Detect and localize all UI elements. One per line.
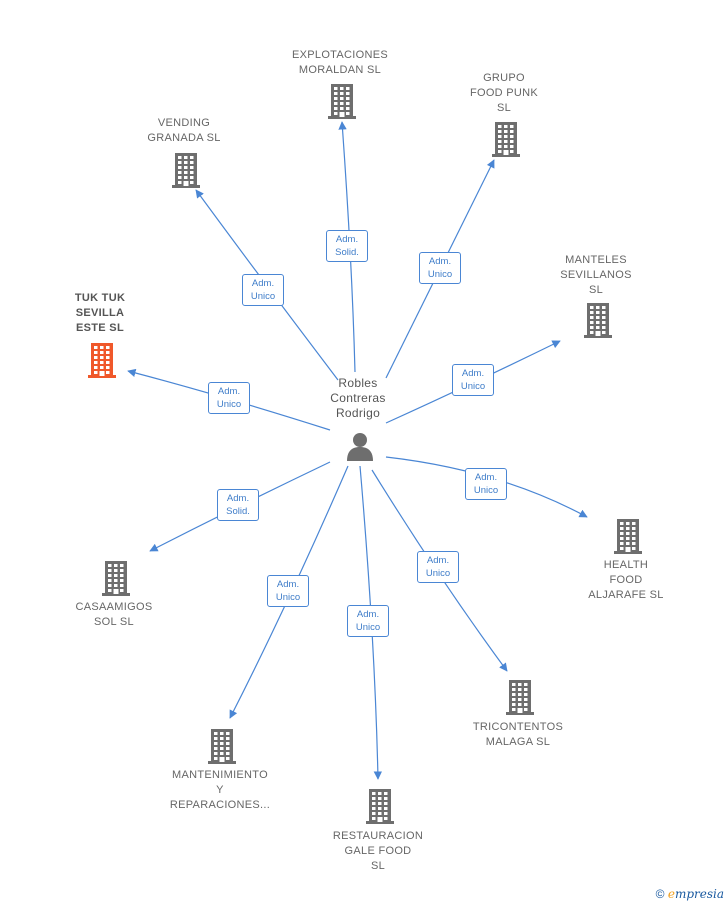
building-icon[interactable]	[491, 121, 521, 157]
company-name-line: GALE FOOD	[344, 845, 412, 857]
center-name-line: Robles	[338, 376, 378, 390]
brand-footer: © empresia	[656, 887, 724, 901]
building-icon[interactable]	[171, 152, 201, 188]
company-name-line: GRANADA SL	[147, 132, 221, 144]
building-icon[interactable]	[365, 788, 395, 824]
company-name-line: MORALDAN SL	[298, 64, 382, 76]
company-label-manteles[interactable]: MANTELES SEVILLANOS SL	[546, 253, 646, 298]
company-name-line: HEALTH	[603, 559, 649, 571]
company-name-line: SEVILLA	[75, 307, 125, 319]
building-icon[interactable]	[207, 728, 237, 764]
company-name-line: Y	[216, 784, 224, 796]
company-name-line: TRICONTENTOS	[472, 721, 564, 733]
relation-text-line: Adm.	[428, 256, 452, 267]
relation-text-line: Adm.	[335, 234, 359, 245]
relation-text-line: Adm.	[474, 472, 498, 483]
company-label-health-food[interactable]: HEALTH FOOD ALJARAFE SL	[571, 558, 681, 603]
company-name-line: VENDING	[157, 117, 211, 129]
company-name-line: EXPLOTACIONES	[292, 49, 388, 61]
relation-text-line: Unico	[427, 269, 453, 280]
company-label-tuk-tuk[interactable]: TUK TUK SEVILLA ESTE SL	[60, 291, 140, 336]
relation-badge-tuk-tuk[interactable]: Adm. Unico	[208, 382, 250, 414]
relation-text-line: Adm.	[461, 368, 485, 379]
relation-text-line: Unico	[355, 622, 381, 633]
company-label-restauracion[interactable]: RESTAURACION GALE FOOD SL	[318, 829, 438, 874]
company-label-tricontentos[interactable]: TRICONTENTOS MALAGA SL	[458, 720, 578, 750]
company-name-line: MANTELES	[565, 254, 627, 266]
company-name-line: REPARACIONES...	[169, 799, 271, 811]
relation-badge-restauracion[interactable]: Adm. Unico	[347, 605, 389, 637]
relation-text-line: Unico	[250, 291, 276, 302]
center-name-line: Contreras	[330, 391, 386, 405]
company-name-line: RESTAURACION	[332, 830, 424, 842]
company-name-line: ALJARAFE SL	[588, 589, 664, 601]
relation-badge-vending-granada[interactable]: Adm. Unico	[242, 274, 284, 306]
relation-text-line: Adm.	[226, 493, 250, 504]
company-label-vending-granada[interactable]: VENDING GRANADA SL	[129, 116, 239, 146]
relation-text-line: Unico	[473, 485, 499, 496]
relation-badge-manteles[interactable]: Adm. Unico	[452, 364, 494, 396]
company-name-line: MANTENIMIENTO	[172, 769, 268, 781]
relation-badge-tricontentos[interactable]: Adm. Unico	[417, 551, 459, 583]
brand-logo-initial: e	[667, 887, 675, 901]
building-icon[interactable]	[327, 83, 357, 119]
building-icon[interactable]	[505, 679, 535, 715]
relation-text-line: Adm.	[217, 386, 241, 397]
company-name-line: FOOD PUNK	[469, 87, 539, 99]
building-icon[interactable]	[613, 518, 643, 554]
person-icon[interactable]	[344, 430, 376, 462]
relation-text-line: Unico	[216, 399, 242, 410]
relation-badge-casaamigos[interactable]: Adm. Solid.	[217, 489, 259, 521]
copyright-symbol: ©	[655, 887, 665, 901]
company-label-mantenimiento[interactable]: MANTENIMIENTO Y REPARACIONES...	[155, 768, 285, 813]
company-name-line: FOOD	[609, 574, 643, 586]
relation-text-line: Unico	[275, 592, 301, 603]
company-label-explotaciones[interactable]: EXPLOTACIONES MORALDAN SL	[275, 48, 405, 78]
relation-text-line: Adm.	[356, 609, 380, 620]
relation-text-line: Solid.	[335, 247, 359, 258]
building-icon[interactable]	[87, 342, 117, 378]
company-name-line: SL	[370, 860, 386, 872]
relation-text-line: Adm.	[426, 555, 450, 566]
relation-text-line: Unico	[460, 381, 486, 392]
relation-text-line: Adm.	[276, 579, 300, 590]
company-name-line: SL	[496, 102, 512, 114]
relation-badge-grupo-food-punk[interactable]: Adm. Unico	[419, 252, 461, 284]
relation-badge-explotaciones[interactable]: Adm. Solid.	[326, 230, 368, 262]
relation-text-line: Solid.	[226, 506, 250, 517]
company-label-casaamigos[interactable]: CASAAMIGOS SOL SL	[59, 600, 169, 630]
company-name-line: SOL SL	[94, 616, 134, 628]
center-name-line: Rodrigo	[335, 406, 381, 420]
brand-logo-text: mpresia	[674, 887, 724, 901]
relation-badge-mantenimiento[interactable]: Adm. Unico	[267, 575, 309, 607]
relation-text-line: Adm.	[251, 278, 275, 289]
company-name-line: SL	[588, 284, 604, 296]
building-icon[interactable]	[583, 302, 613, 338]
company-name-line: TUK TUK	[74, 292, 126, 304]
company-name-line: GRUPO	[483, 72, 525, 84]
company-label-grupo-food-punk[interactable]: GRUPO FOOD PUNK SL	[454, 71, 554, 116]
relation-text-line: Unico	[425, 568, 451, 579]
company-name-line: SEVILLANOS	[560, 269, 632, 281]
company-name-line: MALAGA SL	[485, 736, 551, 748]
company-name-line: ESTE SL	[76, 322, 124, 334]
building-icon[interactable]	[101, 560, 131, 596]
company-name-line: CASAAMIGOS	[75, 601, 153, 613]
center-person-label: Robles Contreras Rodrigo	[310, 376, 406, 421]
relation-badge-health-food[interactable]: Adm. Unico	[465, 468, 507, 500]
